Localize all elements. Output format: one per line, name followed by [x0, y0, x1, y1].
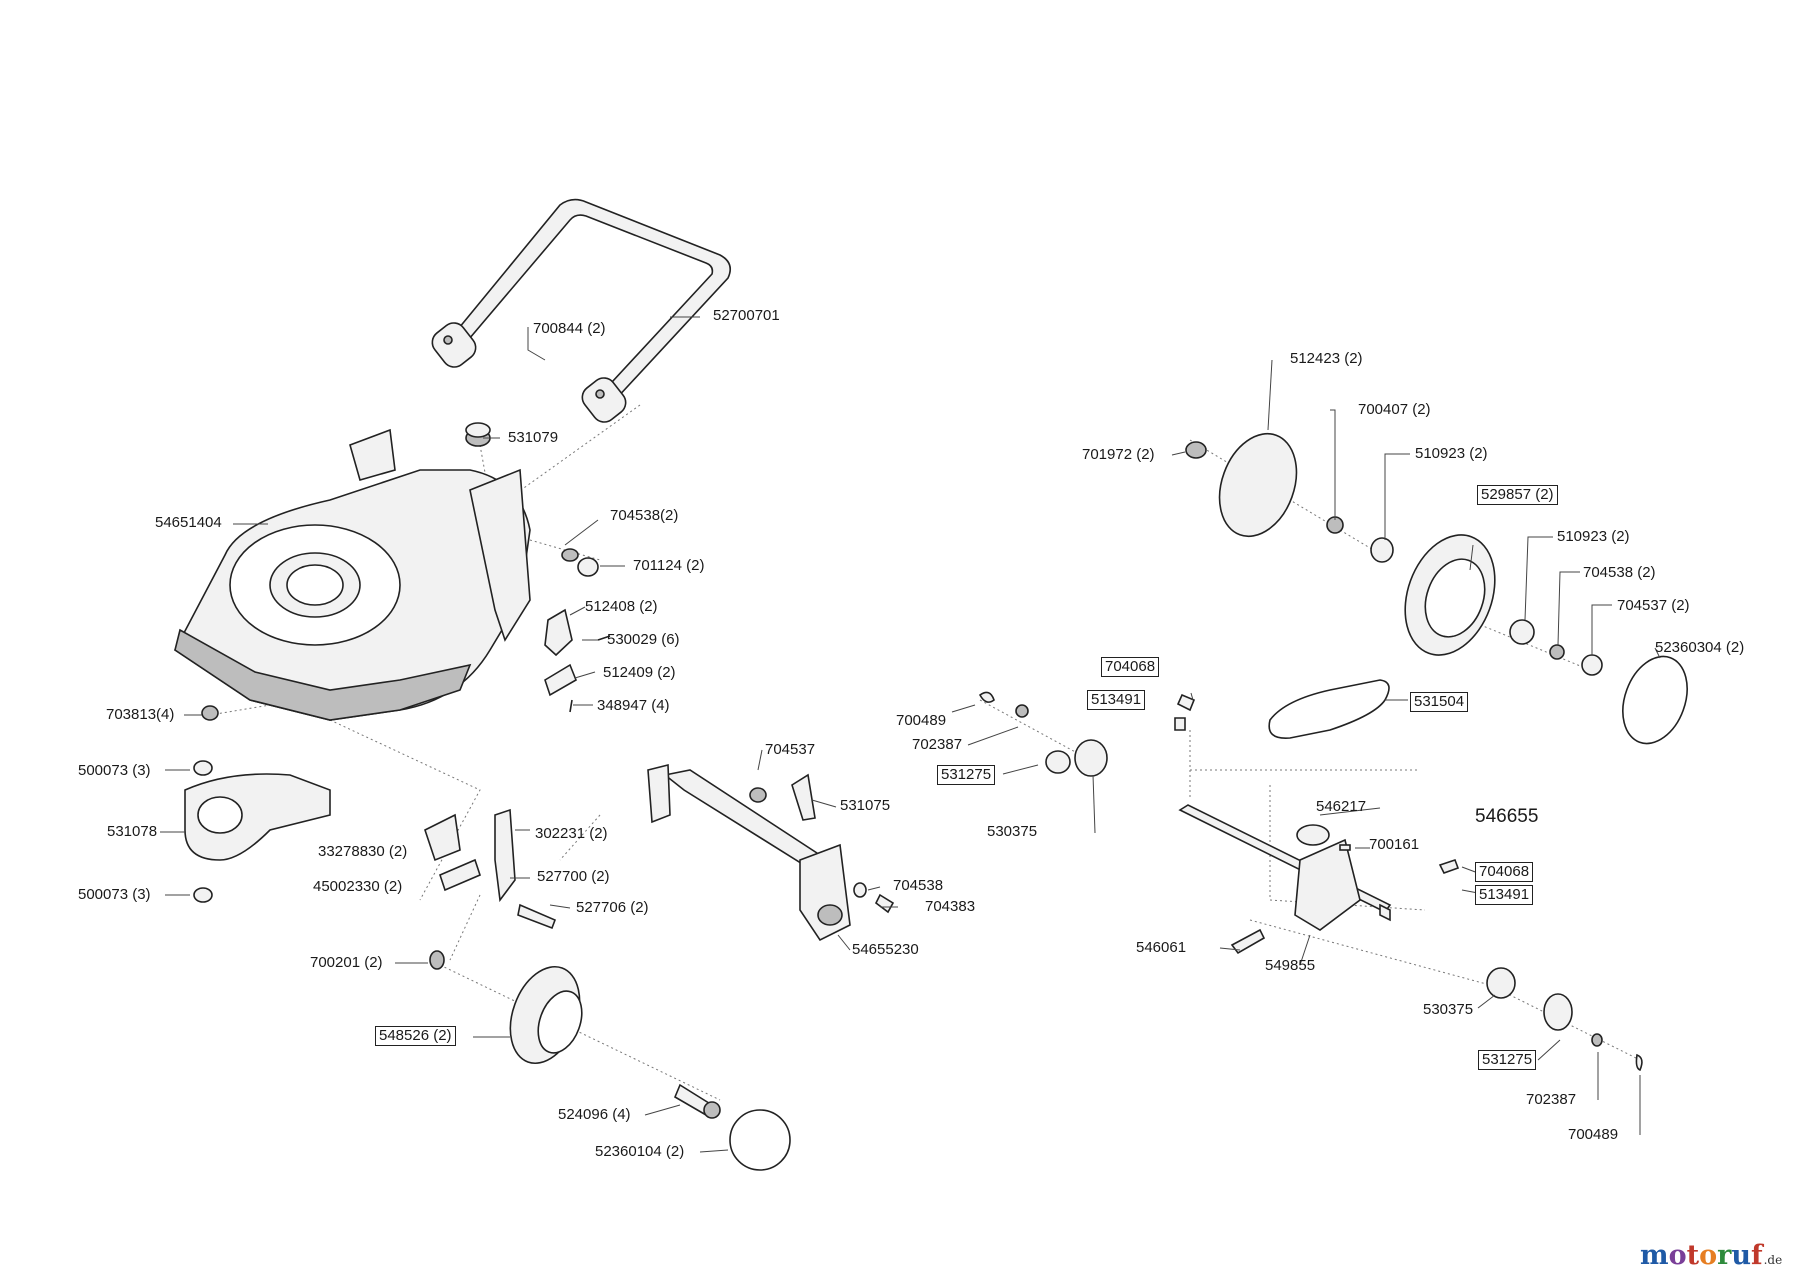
part-label-529857: 529857 (2) — [1477, 485, 1558, 505]
part-label-531275-a: 531275 — [937, 765, 996, 785]
part-label-530375-b: 530375 — [1423, 1001, 1474, 1018]
drive-gearbox-drawing — [978, 691, 1643, 1072]
rear-axle-drawing — [647, 763, 895, 942]
part-label-52360304: 52360304 (2) — [1655, 639, 1745, 656]
part-label-704538-c: 704538 (2) — [1583, 564, 1656, 581]
part-label-531275-b: 531275 — [1478, 1050, 1537, 1070]
handle-bar-drawing — [431, 198, 731, 423]
part-label-704538-a: 704538(2) — [610, 507, 679, 524]
part-label-54655230: 54655230 — [852, 941, 919, 958]
part-label-54651404: 54651404 — [155, 514, 222, 531]
part-label-700201: 700201 (2) — [310, 954, 383, 971]
part-label-530029: 530029 (6) — [607, 631, 680, 648]
part-label-513491-a: 513491 — [1087, 690, 1146, 710]
part-label-531075: 531075 — [840, 797, 891, 814]
part-label-531079: 531079 — [508, 429, 559, 446]
rear-right-wheel-drawing — [1185, 432, 1688, 745]
part-label-513491-b: 513491 — [1475, 885, 1534, 905]
watermark-letter: u — [1731, 1240, 1751, 1271]
watermark-suffix: .de — [1763, 1253, 1783, 1267]
watermark-letter: o — [1699, 1240, 1718, 1271]
part-label-302231: 302231 (2) — [535, 825, 608, 842]
part-label-33278830: 33278830 (2) — [318, 843, 408, 860]
part-label-700489-a: 700489 — [896, 712, 947, 729]
part-label-703813: 703813(4) — [106, 706, 175, 723]
watermark-letter: f — [1750, 1240, 1763, 1271]
watermark-brand: motoruf — [1640, 1240, 1763, 1271]
part-label-546655: 546655 — [1475, 806, 1539, 827]
part-label-700407: 700407 (2) — [1358, 401, 1431, 418]
mower-deck-drawing — [173, 428, 531, 721]
part-label-700844: 700844 (2) — [533, 320, 606, 337]
part-label-510923-a: 510923 (2) — [1415, 445, 1488, 462]
part-label-704537-a: 704537 — [765, 741, 816, 758]
part-label-348947: 348947 (4) — [597, 697, 670, 714]
part-label-700161: 700161 — [1369, 836, 1420, 853]
part-label-704538-b: 704538 — [893, 877, 944, 894]
watermark-letter: t — [1686, 1240, 1700, 1271]
part-label-701972: 701972 (2) — [1082, 446, 1155, 463]
watermark-logo: motoruf.de — [1640, 1240, 1782, 1271]
part-label-704383: 704383 — [925, 898, 976, 915]
part-label-512408: 512408 (2) — [585, 598, 658, 615]
watermark-letter: o — [1668, 1240, 1687, 1271]
part-label-52700701: 52700701 — [713, 307, 780, 324]
part-label-701124: 701124 (2) — [633, 557, 705, 574]
part-label-527706: 527706 (2) — [576, 899, 649, 916]
part-label-527700: 527700 (2) — [537, 868, 610, 885]
part-label-704537-b: 704537 (2) — [1617, 597, 1690, 614]
part-label-546217: 546217 — [1316, 798, 1367, 815]
part-label-546061: 546061 — [1136, 939, 1187, 956]
part-label-549855: 549855 — [1265, 957, 1316, 974]
watermark-letter: r — [1717, 1240, 1732, 1271]
part-label-700489-b: 700489 — [1568, 1126, 1619, 1143]
part-label-524096: 524096 (4) — [558, 1106, 631, 1123]
part-label-704068-b: 704068 — [1475, 862, 1534, 882]
rear-left-wheel-drawing — [509, 965, 791, 1171]
part-label-531078: 531078 — [107, 823, 158, 840]
part-label-510923-b: 510923 (2) — [1557, 528, 1630, 545]
part-label-702387-a: 702387 — [912, 736, 963, 753]
part-label-704068-a: 704068 — [1101, 657, 1160, 677]
leader-lines — [160, 316, 1661, 1153]
part-label-45002330: 45002330 (2) — [313, 878, 403, 895]
part-label-548526: 548526 (2) — [375, 1026, 456, 1046]
part-label-530375-a: 530375 — [987, 823, 1038, 840]
part-label-52360104: 52360104 (2) — [595, 1143, 685, 1160]
part-label-531504: 531504 — [1410, 692, 1469, 712]
part-label-512423: 512423 (2) — [1290, 350, 1363, 367]
part-label-702387-b: 702387 — [1526, 1091, 1577, 1108]
part-label-500073-a: 500073 (3) — [78, 762, 151, 779]
part-label-512409: 512409 (2) — [603, 664, 676, 681]
part-label-500073-b: 500073 (3) — [78, 886, 151, 903]
watermark-letter: m — [1640, 1240, 1669, 1271]
